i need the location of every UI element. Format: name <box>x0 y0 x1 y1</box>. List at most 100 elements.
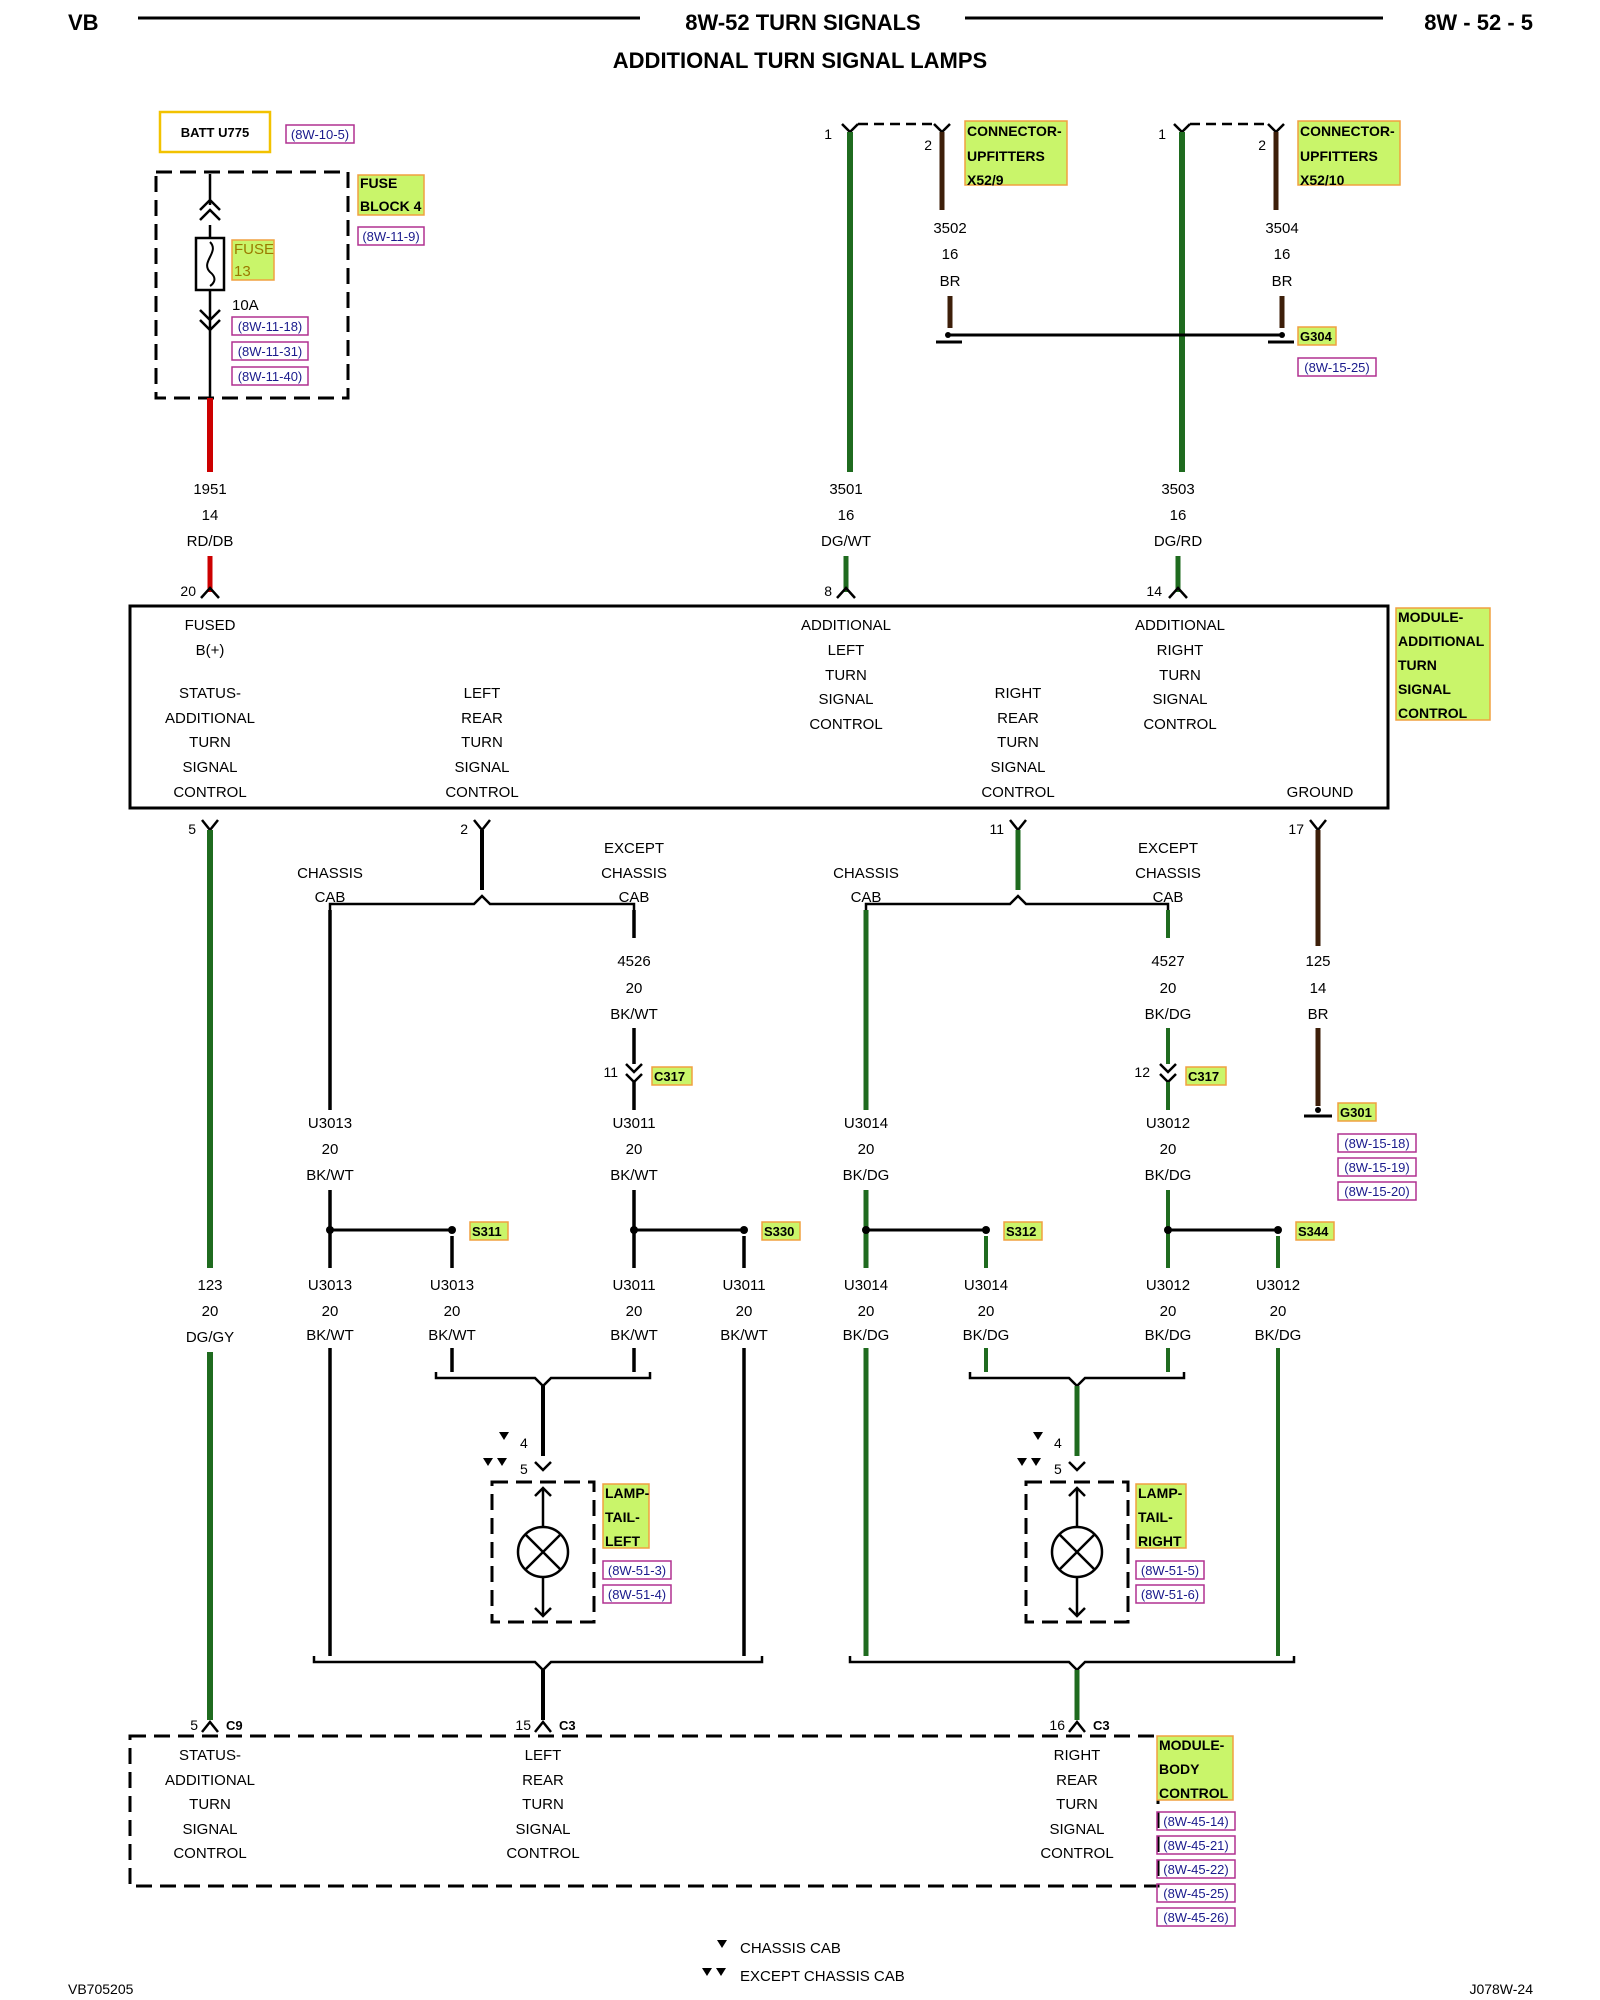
right-lamp-ref1-box[interactable] <box>1135 1560 1205 1580</box>
s330-label: S330 <box>764 1224 794 1239</box>
x52-10-label3: X52/10 <box>1300 172 1345 188</box>
pin20-label: 20 <box>180 583 196 599</box>
bcm-ref2-box[interactable] <box>1156 1835 1236 1855</box>
fuse-ref3[interactable]: (8W-11-40) <box>238 369 303 384</box>
g301-ref1[interactable]: (8W-15-18) <box>1344 1136 1410 1151</box>
bcm-left-l4: SIGNAL <box>515 1821 570 1838</box>
x52-9-pin2-symbol <box>933 123 951 134</box>
pin20-symbol <box>200 586 220 599</box>
right-lamp-ref1[interactable]: (8W-51-5) <box>1141 1563 1199 1578</box>
low-wire-8-color: BK/DG <box>1255 1327 1302 1344</box>
x52-9-pin1: 1 <box>824 126 832 142</box>
add-left-l4: SIGNAL <box>818 691 873 708</box>
g301-ref2-box[interactable] <box>1337 1157 1417 1177</box>
s344-tag <box>1295 1221 1335 1241</box>
pin14-label: 14 <box>1146 583 1162 599</box>
bcm-right-l1: RIGHT <box>1054 1747 1101 1764</box>
c317-left-symbol <box>625 1063 643 1084</box>
s330-tag <box>761 1221 801 1241</box>
wire-4527-circuit: 4527 <box>1151 953 1184 970</box>
status-l2: ADDITIONAL <box>165 710 255 727</box>
fused-label1: FUSED <box>185 617 236 634</box>
bcm-pin-c9-symbol <box>201 1719 219 1733</box>
wire-3501-gauge: 16 <box>838 507 855 524</box>
legend-chassis-cab: CHASSIS CAB <box>740 1940 841 1957</box>
pin17-label: 17 <box>1288 821 1304 837</box>
left-lamp-out-arrow <box>534 1607 552 1618</box>
pin8-symbol <box>836 586 856 599</box>
left-lamp-ref1[interactable]: (8W-51-3) <box>608 1563 666 1578</box>
fuse-block-ref-box[interactable] <box>357 226 425 246</box>
bcm-pins: 5 C9 15 C3 16 C3 <box>190 1717 1109 1733</box>
batt-box <box>158 110 272 154</box>
low-wire-1-gauge: 20 <box>322 1303 339 1320</box>
fuse-ref1[interactable]: (8W-11-18) <box>238 319 303 334</box>
x52-10-pin1-symbol <box>1173 123 1191 134</box>
bcm-status-l3: TURN <box>189 1796 231 1813</box>
right-split-bracket <box>864 894 1170 910</box>
g304-ref-box[interactable] <box>1297 357 1377 377</box>
g301-ref3[interactable]: (8W-15-20) <box>1344 1184 1410 1199</box>
fuse-rating: 10A <box>232 297 259 314</box>
right-rear-l3: TURN <box>997 734 1039 751</box>
legend-double-marker-icon <box>702 1968 726 1976</box>
low-wire-5-circuit: U3014 <box>844 1277 888 1294</box>
header-left: VB <box>68 10 99 35</box>
low-wire-8-circuit: U3012 <box>1256 1277 1300 1294</box>
bcm-ref2[interactable]: (8W-45-21) <box>1163 1838 1229 1853</box>
low-wire-2-gauge: 20 <box>444 1303 461 1320</box>
low-wire-4-circuit: U3011 <box>722 1277 765 1294</box>
bcm-ref5[interactable]: (8W-45-26) <box>1163 1910 1229 1925</box>
g301-ref3-box[interactable] <box>1337 1181 1417 1201</box>
left-except-l3: CAB <box>619 889 650 906</box>
bcm-status-l5: CONTROL <box>173 1845 246 1862</box>
fuse-ref2[interactable]: (8W-11-31) <box>238 344 303 359</box>
g301-ref1-box[interactable] <box>1337 1133 1417 1153</box>
fuse-ref3-box[interactable] <box>231 366 309 386</box>
splice-section: U3013 20 BK/WT U3011 20 BK/WT U3014 20 B… <box>306 1115 1335 1268</box>
g301-ref2[interactable]: (8W-15-19) <box>1344 1160 1410 1175</box>
s344-dot-a <box>1164 1226 1172 1234</box>
x52-10-tag <box>1297 120 1401 186</box>
add-right-l5: CONTROL <box>1143 716 1216 733</box>
x52-10-pin2: 2 <box>1258 137 1266 153</box>
low-wire-1-circuit: U3013 <box>308 1277 352 1294</box>
right-rear-l2: REAR <box>997 710 1039 727</box>
wire-3504-color: BR <box>1272 273 1293 290</box>
bcm-ref4-box[interactable] <box>1156 1883 1236 1903</box>
bcm-ref5-box[interactable] <box>1156 1907 1236 1927</box>
x52-10-label1: CONNECTOR- <box>1300 123 1395 139</box>
bcm-right-l5: CONTROL <box>1040 1845 1113 1862</box>
left-lamp-ref1-box[interactable] <box>602 1560 672 1580</box>
batt-ref[interactable]: (8W-10-5) <box>291 127 349 142</box>
output-section: 5 123 20 DG/GY 2 CHASSIS CAB EXCEPT CHAS… <box>186 819 1417 1720</box>
bcm-ref3-box[interactable] <box>1156 1859 1236 1879</box>
fuse-block-ref[interactable]: (8W-11-9) <box>362 229 419 244</box>
bcm-ref4[interactable]: (8W-45-25) <box>1163 1886 1229 1901</box>
batt-ref-box[interactable] <box>285 124 355 144</box>
bcm-ref3[interactable]: (8W-45-22) <box>1163 1862 1229 1877</box>
right-lamp-ref2-box[interactable] <box>1135 1584 1205 1604</box>
x52-9-pin1-symbol <box>841 123 859 134</box>
bcm-ref1[interactable]: (8W-45-14) <box>1163 1814 1229 1829</box>
left-lamp-ref2[interactable]: (8W-51-4) <box>608 1587 666 1602</box>
g304-ref[interactable]: (8W-15-25) <box>1304 360 1370 375</box>
fuse-ref1-box[interactable] <box>231 316 309 336</box>
header-page: 8W - 52 - 5 <box>1424 10 1533 35</box>
module-atsc-name2: ADDITIONAL <box>1398 633 1485 649</box>
s311-label: S311 <box>472 1224 502 1239</box>
left-lamp-ref2-box[interactable] <box>602 1584 672 1604</box>
right-lamp-label1: LAMP- <box>1138 1485 1183 1501</box>
module-bcm-tag <box>1156 1735 1234 1801</box>
bcm-left-l5: CONTROL <box>506 1845 579 1862</box>
right-lamp-bulb-cross <box>1058 1533 1096 1571</box>
fuse-icon <box>194 236 226 292</box>
fuse-ref2-box[interactable] <box>231 341 309 361</box>
legend-single-marker-icon <box>717 1940 727 1948</box>
bcm-ref1-box[interactable] <box>1156 1811 1236 1831</box>
left-lamp-bracket <box>434 1372 652 1388</box>
left-chassis-l2: CAB <box>315 889 346 906</box>
mid-u3011-gauge: 20 <box>626 1141 643 1158</box>
right-lamp-ref2[interactable]: (8W-51-6) <box>1141 1587 1199 1602</box>
right-lamp-tag <box>1135 1483 1187 1549</box>
